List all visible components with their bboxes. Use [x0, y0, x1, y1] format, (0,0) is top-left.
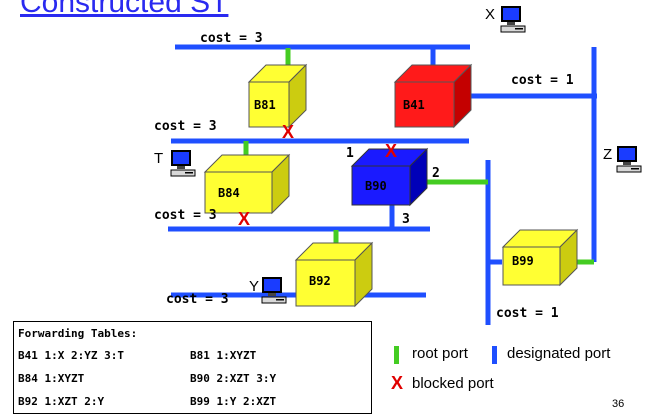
computer-icon-t	[170, 150, 196, 177]
host-t-label: T	[154, 150, 164, 167]
legend-blocked-port-marker: X	[391, 373, 404, 393]
slide-title: Constructed ST	[20, 0, 229, 19]
forwarding-table-entry: B81 1:XYZT	[190, 349, 257, 362]
host-y-label: Y	[249, 278, 260, 295]
page-number: 36	[612, 398, 625, 410]
cost-label-bottom-lan: cost = 3	[166, 292, 229, 307]
b90-port-3-label: 3	[402, 212, 410, 227]
bridge-b81: B81	[247, 63, 308, 129]
bridge-b84: B84	[203, 153, 291, 215]
legend-designated-port-label: designated port	[507, 345, 611, 362]
bridge-b92-label: B92	[309, 274, 331, 288]
legend-designated-port-swatch	[492, 346, 497, 364]
b90-port-1-label: 1	[346, 146, 354, 161]
blocked-port-marker-b90: X	[385, 141, 398, 161]
host-x-label: X	[485, 6, 496, 23]
b90-port-2-label: 2	[432, 166, 440, 181]
bridge-b99: B99	[501, 228, 579, 287]
forwarding-table-entry: B84 1:XYZT	[18, 372, 85, 385]
cost-label-top-lan: cost = 3	[200, 31, 263, 46]
bridge-b41: B41	[393, 63, 473, 129]
computer-icon-y	[261, 277, 287, 304]
bridge-b90: B90	[350, 147, 429, 207]
legend-blocked-port-label: blocked port	[412, 375, 494, 392]
forwarding-table-entry: B99 1:Y 2:XZT	[190, 395, 277, 408]
computer-icon-x	[500, 6, 526, 33]
legend-root-port-label: root port	[412, 345, 468, 362]
bridge-b90-label: B90	[365, 179, 387, 193]
forwarding-table-entry: B92 1:XZT 2:Y	[18, 395, 105, 408]
bridge-b84-label: B84	[218, 186, 240, 200]
cost-label-lower-lan: cost = 3	[154, 208, 217, 223]
forwarding-tables-heading: Forwarding Tables:	[18, 327, 138, 340]
cost-label-middle-lan: cost = 3	[154, 119, 217, 134]
bridge-b81-label: B81	[254, 98, 276, 112]
forwarding-tables-box: Forwarding Tables: B41 1:X 2:YZ 3:T B81 …	[13, 321, 372, 414]
blocked-port-marker-b81: X	[282, 122, 295, 142]
forwarding-table-entry: B41 1:X 2:YZ 3:T	[18, 349, 124, 362]
computer-icon-z	[616, 146, 642, 173]
host-z-label: Z	[603, 146, 613, 163]
bridge-b41-label: B41	[403, 98, 425, 112]
cost-label-z-lan: cost = 1	[496, 306, 559, 321]
cost-label-right-lan: cost = 1	[511, 73, 574, 88]
forwarding-table-entry: B90 2:XZT 3:Y	[190, 372, 277, 385]
blocked-port-marker-b84: X	[238, 209, 251, 229]
bridge-b92: B92	[294, 241, 374, 308]
bridge-b99-label: B99	[512, 254, 534, 268]
legend-root-port-swatch	[394, 346, 399, 364]
